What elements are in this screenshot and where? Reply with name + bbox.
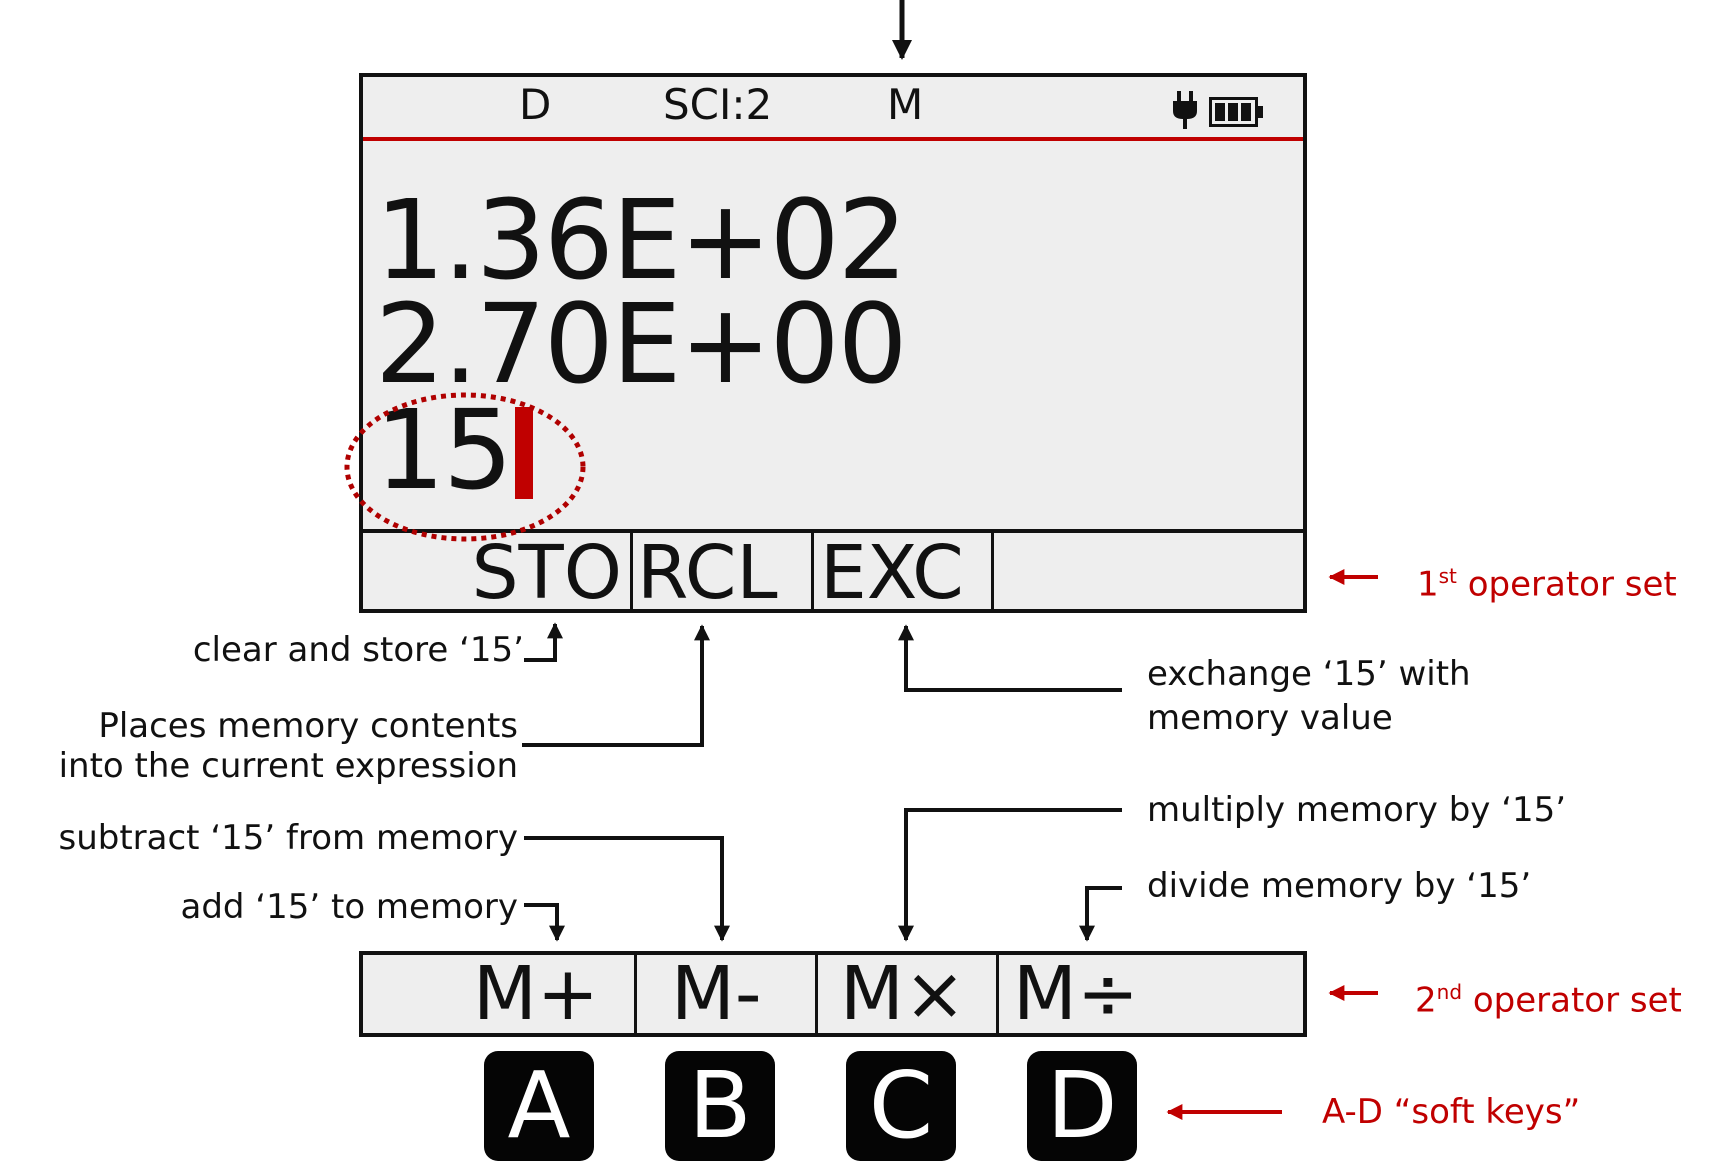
operator-set-1-label-rest: operator set	[1456, 564, 1677, 605]
softkey-m-minus-label: M-	[671, 951, 762, 1037]
m-plus-annotation: add ‘15’ to memory	[180, 887, 519, 927]
softkey-m-times[interactable]: M×	[818, 955, 999, 1033]
exc-annotation-line-1: exchange ‘15’ with	[1147, 654, 1471, 694]
soft-key-a[interactable]: A	[484, 1051, 594, 1161]
battery-icon	[1209, 97, 1265, 131]
softkey-m-times-label: M×	[840, 951, 966, 1037]
status-bar: D SCI:2 M	[363, 77, 1303, 141]
text-cursor	[515, 407, 533, 499]
softkey-rcl-label: RCL	[637, 530, 778, 616]
soft-key-d[interactable]: D	[1027, 1051, 1137, 1161]
softkey-m-plus-label: M+	[473, 951, 599, 1037]
operator-set-2-bar: M+ M- M× M÷	[359, 951, 1307, 1037]
display-mode-indicator: SCI:2	[663, 80, 773, 129]
sto-annotation: clear and store ‘15’	[192, 630, 524, 670]
m-minus-annotation: subtract ‘15’ from memory	[58, 818, 519, 858]
softkey-rcl[interactable]: RCL	[633, 533, 814, 613]
soft-key-b[interactable]: B	[665, 1051, 775, 1161]
exc-annotation-line-2: memory value	[1147, 698, 1393, 738]
operator-set-1-bar: STO RCL EXC	[363, 529, 1303, 613]
m-times-annotation: multiply memory by ‘15’	[1147, 790, 1567, 830]
stack-line-2: 2.70E+00	[375, 280, 908, 408]
entry-highlight-circle	[344, 392, 586, 542]
softkey-sto[interactable]: STO	[363, 533, 633, 613]
operator-set-1-label-sup: st	[1438, 564, 1457, 588]
sto-leader	[524, 622, 563, 662]
m-minus-leader	[524, 836, 730, 942]
rcl-leader	[522, 624, 710, 747]
softkey-exc-label: EXC	[820, 530, 964, 616]
operator-set-1-label: 1st operator set	[1417, 554, 1677, 606]
softkey-m-minus[interactable]: M-	[637, 955, 818, 1033]
m-divide-leader	[1079, 886, 1122, 942]
softkey-m-divide[interactable]: M÷	[999, 955, 1303, 1033]
rcl-annotation-line-1: Places memory contents	[98, 706, 518, 746]
operator-set-2-label-rest: operator set	[1462, 980, 1682, 1021]
softkey-m-plus[interactable]: M+	[363, 955, 637, 1033]
softkey-exc[interactable]: EXC	[814, 533, 994, 613]
m-plus-leader	[524, 903, 565, 942]
exc-leader	[898, 624, 1122, 692]
memory-indicator: M	[887, 80, 924, 129]
operator-set-2-label-num: 2	[1415, 980, 1437, 1021]
operator-set-2-label: 2nd operator set	[1415, 970, 1682, 1022]
operator-set-2-label-sup: nd	[1436, 980, 1463, 1004]
m-divide-annotation: divide memory by ‘15’	[1147, 866, 1532, 906]
rcl-annotation-line-2: into the current expression	[58, 746, 518, 786]
entry-line: 15	[375, 386, 513, 514]
operator-set-1-label-num: 1	[1417, 564, 1439, 605]
softkey-m-divide-label: M÷	[1013, 951, 1139, 1037]
plug-icon	[1173, 91, 1197, 133]
soft-key-c[interactable]: C	[846, 1051, 956, 1161]
soft-keys-label: A-D “soft keys”	[1322, 1092, 1581, 1132]
angle-mode-indicator: D	[519, 80, 552, 129]
calculator-screen: D SCI:2 M 1.36E+02 2.70E+00 15 STO	[359, 73, 1307, 613]
stack-line-1: 1.36E+02	[375, 176, 908, 304]
m-times-leader	[898, 808, 1122, 942]
softkey-sto-label: STO	[471, 530, 622, 616]
